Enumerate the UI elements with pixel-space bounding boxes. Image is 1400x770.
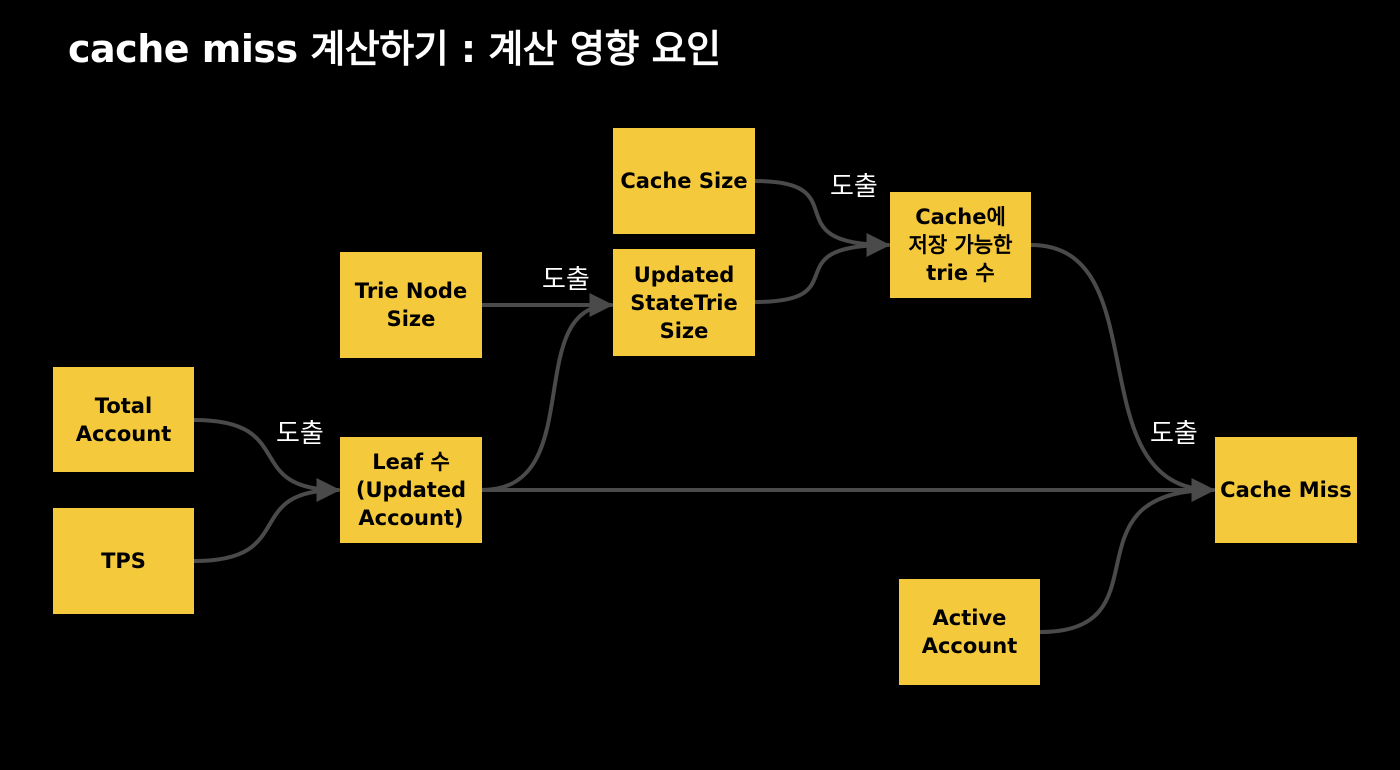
edge-leaf-to-statetrie (480, 303, 613, 492)
derive-label-to-leaf: 도출 (276, 419, 324, 449)
derive-label-to-cache-miss: 도출 (1150, 419, 1198, 449)
edge-statetrie-to-capacity (753, 243, 890, 304)
edge-cache-size-to-capacity (753, 179, 891, 257)
trie-capacity-node: Cache에 저장 가능한 trie 수 (890, 192, 1031, 298)
page-title: cache miss 계산하기 : 계산 영향 요인 (68, 27, 721, 71)
total-account-node: Total Account (53, 367, 194, 472)
trie-node-size-node: Trie Node Size (340, 252, 482, 358)
cache-miss-node: Cache Miss (1215, 437, 1357, 543)
leaf-count-node: Leaf 수 (Updated Account) (340, 437, 482, 543)
edge-active-account-to-cache-miss (1038, 488, 1215, 634)
edge-tps-to-leaf (192, 488, 340, 563)
cache-size-node: Cache Size (613, 128, 755, 234)
updated-statetrie-size-node: Updated StateTrie Size (613, 249, 755, 356)
edge-total-account-to-leaf (192, 418, 341, 502)
edge-capacity-to-cache-miss (1029, 243, 1215, 492)
derive-label-to-capacity: 도출 (830, 172, 878, 202)
active-account-node: Active Account (899, 579, 1040, 685)
derive-label-to-statetrie: 도출 (542, 265, 590, 295)
tps-node: TPS (53, 508, 194, 614)
